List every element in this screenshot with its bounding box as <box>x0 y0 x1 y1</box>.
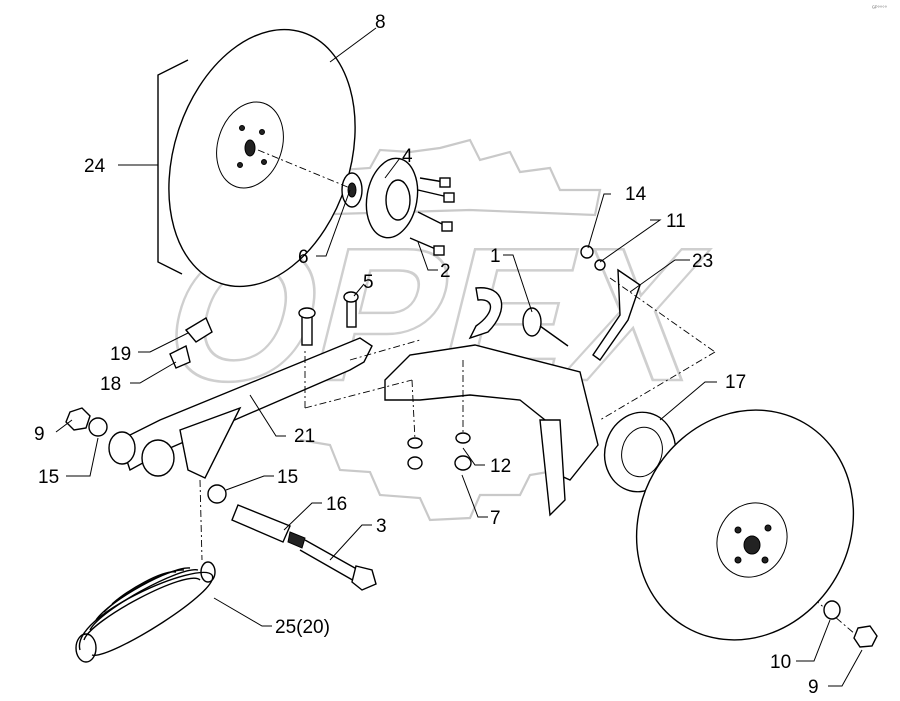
disc-lower <box>635 409 855 641</box>
callout-9-left: 9 <box>34 424 45 445</box>
callout-24: 24 <box>84 156 106 177</box>
arm <box>108 337 373 479</box>
bracket-24 <box>157 59 189 275</box>
callout-19: 19 <box>110 344 131 365</box>
callout-12: 12 <box>490 456 511 477</box>
bolts-5 <box>298 291 359 346</box>
callout-18: 18 <box>100 374 121 395</box>
washer-10 <box>823 600 841 620</box>
callout-21: 21 <box>294 426 315 447</box>
callout-6: 6 <box>298 247 309 268</box>
callout-7: 7 <box>490 508 501 529</box>
hub-bolts <box>409 177 455 256</box>
callout-11: 11 <box>666 211 686 232</box>
disc-upper <box>168 28 356 288</box>
callout-4: 4 <box>402 146 413 167</box>
nut-9-right <box>853 625 878 648</box>
callout-5: 5 <box>363 272 374 293</box>
bolt-1 <box>522 307 569 347</box>
callout-3: 3 <box>376 516 387 537</box>
washer-11 <box>594 259 606 271</box>
pivot-parts <box>207 484 377 591</box>
callout-23: 23 <box>692 251 713 272</box>
callout-25-20: 25(20) <box>275 617 330 638</box>
callout-9-right: 9 <box>808 677 819 698</box>
callout-2: 2 <box>440 261 451 282</box>
corner-mark: ᴳᴾ°°°° <box>872 5 888 12</box>
callout-15-mid: 15 <box>277 467 298 488</box>
callout-14: 14 <box>625 184 647 205</box>
washer-14 <box>580 245 594 259</box>
scraper-bracket <box>384 287 599 517</box>
leader-lines <box>55 27 863 687</box>
bushing-left <box>88 417 108 437</box>
nut-left <box>65 407 91 431</box>
callout-10: 10 <box>770 652 791 673</box>
callout-1: 1 <box>490 246 501 267</box>
callout-17: 17 <box>725 372 746 393</box>
spring <box>75 561 216 663</box>
callout-15-left: 15 <box>38 467 59 488</box>
callout-labels: 8 24 4 6 2 14 11 1 23 5 19 18 17 9 21 12… <box>34 12 819 698</box>
callout-16: 16 <box>326 494 347 515</box>
nuts-12-7 <box>407 432 472 471</box>
callout-8: 8 <box>375 12 386 33</box>
